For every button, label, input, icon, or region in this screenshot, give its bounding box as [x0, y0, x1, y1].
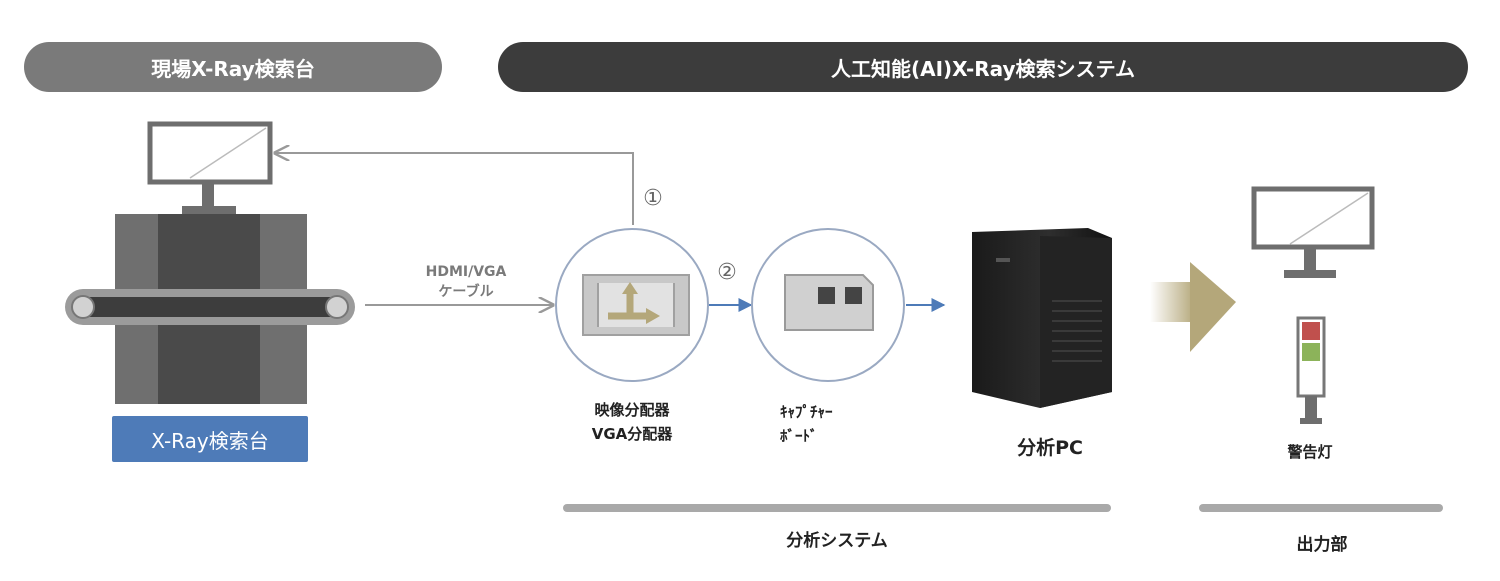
feedback-line-1 — [275, 153, 634, 225]
cable-label: HDMI/VGA ケーブル — [405, 262, 527, 302]
capture-board-icon — [751, 228, 905, 382]
capture-board-label: ｷｬﾌﾟﾁｬｰ ﾎﾞｰﾄﾞ — [768, 400, 900, 448]
output-section-bar — [1199, 504, 1443, 512]
output-section-label: 出力部 — [1296, 535, 1348, 555]
output-arrow-icon — [1150, 262, 1236, 352]
splitter-label: 映像分配器 VGA分配器 — [572, 398, 692, 446]
xray-station-badge: X-Ray検索台 — [112, 416, 308, 462]
step-2-label: ② — [717, 260, 737, 285]
cable-label-line2: ケーブル — [438, 284, 494, 300]
pc-label: 分析PC — [1017, 437, 1083, 459]
splitter-label-line1: 映像分配器 — [594, 401, 670, 419]
header-right-title: 人工知能(AI)X-Ray検索システム — [498, 42, 1468, 92]
capture-label-line2: ﾎﾞｰﾄﾞ — [780, 427, 818, 445]
splitter-icon — [555, 228, 709, 382]
splitter-label-line2: VGA分配器 — [591, 425, 673, 443]
warning-lamp-label: 警告灯 — [1287, 443, 1333, 461]
step-1-label: ① — [643, 186, 663, 211]
xray-monitor-icon — [147, 121, 273, 214]
cable-label-line1: HDMI/VGA — [425, 264, 507, 280]
xray-machine-icon — [65, 214, 355, 404]
warning-lamp-icon — [1296, 316, 1326, 424]
analysis-system-label: 分析システム — [786, 531, 888, 551]
analysis-section-bar — [563, 504, 1111, 512]
pc-tower-icon — [972, 228, 1112, 408]
output-monitor-icon — [1251, 186, 1375, 278]
capture-label-line1: ｷｬﾌﾟﾁｬｰ — [780, 403, 833, 421]
header-left-title: 現場X-Ray検索台 — [24, 42, 442, 92]
